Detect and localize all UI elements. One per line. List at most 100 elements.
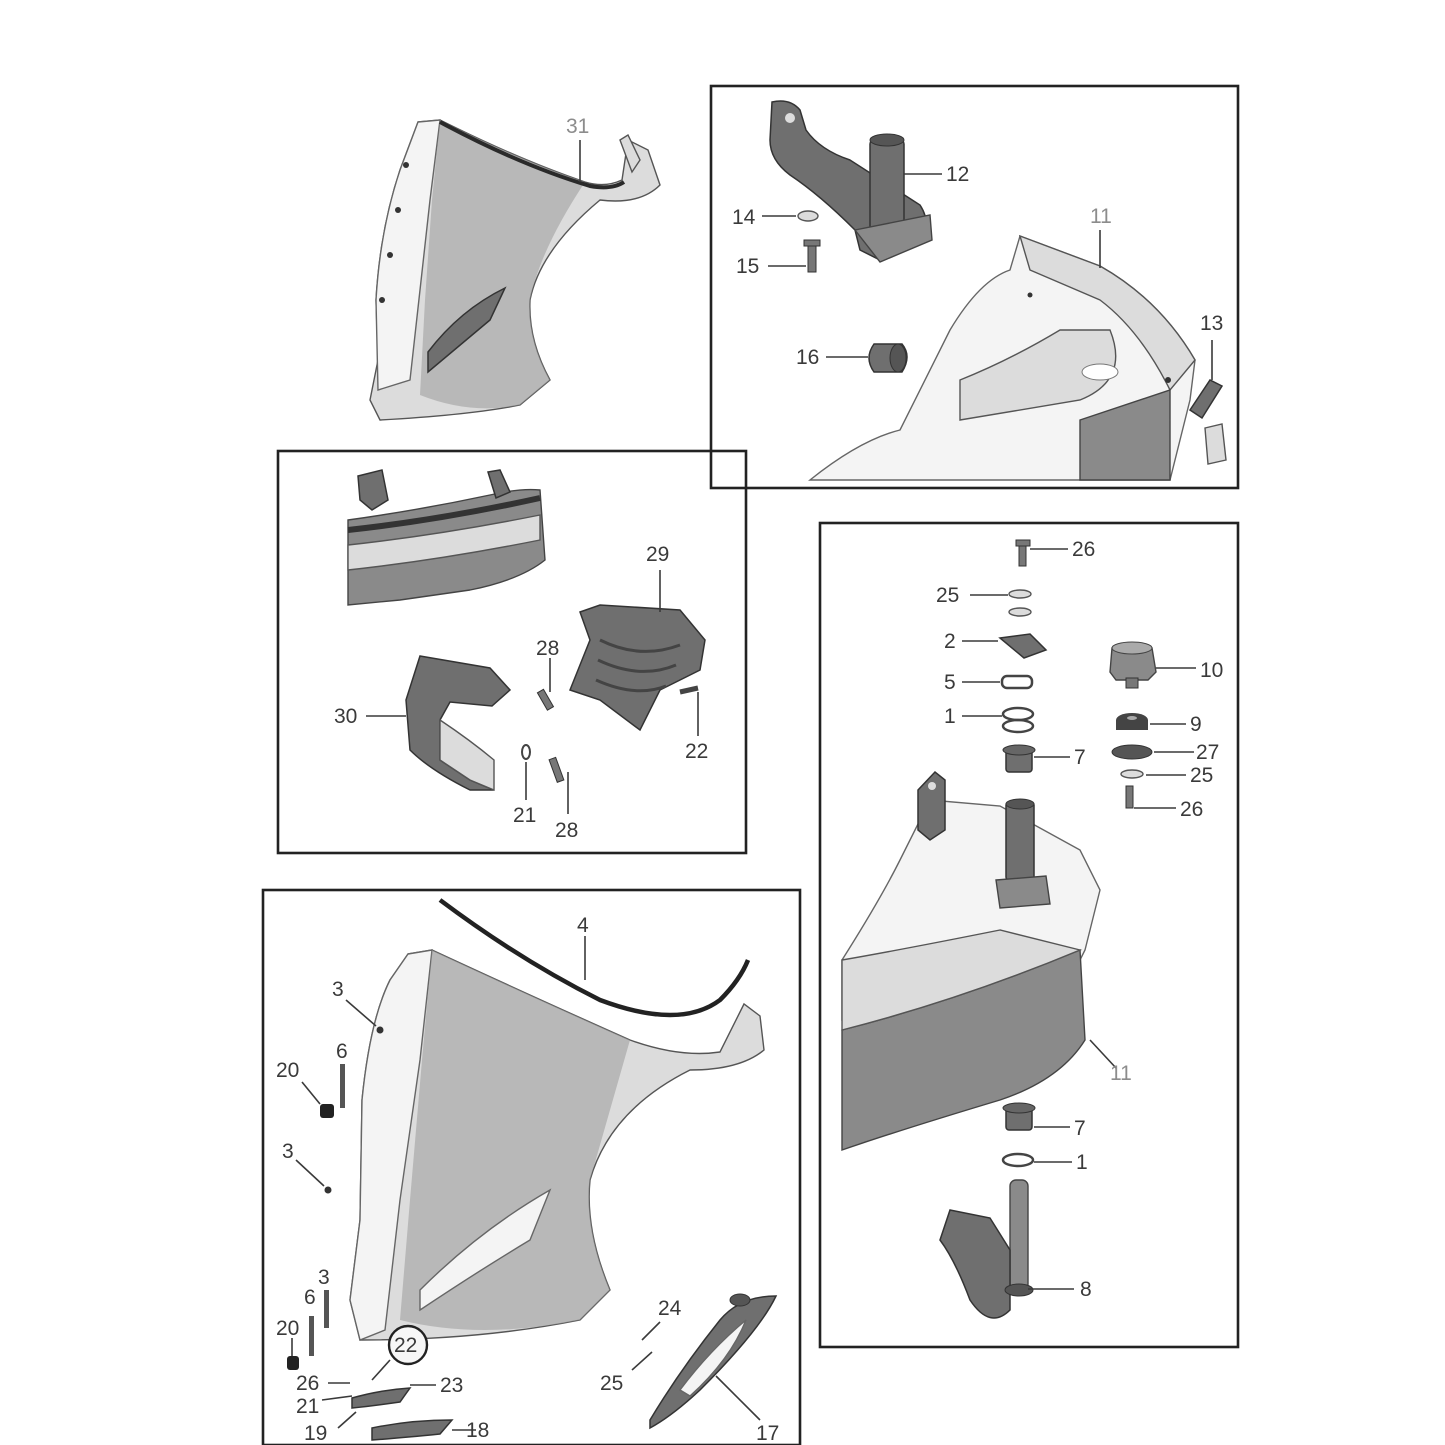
callout-8: 8: [1080, 1278, 1092, 1301]
washers-25-top: [1008, 589, 1032, 617]
steering-bracket-part: [769, 100, 933, 263]
callout-21b: 21: [296, 1395, 319, 1418]
bushing-7-upper: [1002, 744, 1036, 773]
callout-27: 27: [1196, 741, 1219, 764]
o-rings-1: [1001, 706, 1035, 734]
front-shield-part: [369, 119, 661, 421]
callout-23: 23: [440, 1374, 463, 1397]
footboard-assembly-11: [841, 770, 1101, 1151]
clip-3-middle: [324, 1186, 332, 1194]
bushing-7-lower: [1002, 1102, 1036, 1131]
screw-6-top: [340, 1064, 345, 1108]
bolt-15: [803, 239, 821, 273]
duct-cover-29: [569, 604, 706, 732]
callout-5: 5: [944, 671, 956, 694]
clip-22-upper: [679, 685, 699, 695]
leader-24: [641, 1321, 661, 1341]
washer-14: [797, 210, 819, 222]
callout-3b: 3: [282, 1140, 294, 1163]
callout-16: 16: [796, 346, 819, 369]
front-shield-assembly: [349, 898, 765, 1341]
callout-24: 24: [658, 1297, 682, 1320]
callout-12: 12: [946, 163, 969, 186]
bolt-28-upper: [536, 688, 555, 711]
callout-7b: 7: [1074, 1117, 1086, 1140]
bushing-9: [1116, 713, 1148, 730]
detail-frame-right: [818, 521, 1240, 1349]
callout-13: 13: [1200, 312, 1223, 335]
callout-1b: 1: [1076, 1151, 1088, 1174]
callout-19: 19: [304, 1422, 327, 1445]
callout-25c: 25: [600, 1372, 623, 1395]
callout-26c: 26: [296, 1372, 319, 1395]
o-ring-1-lower: [1001, 1152, 1035, 1168]
callout-7a: 7: [1074, 746, 1086, 769]
callout-18: 18: [466, 1419, 489, 1442]
highlight-22: 22: [387, 1324, 429, 1366]
callout-20b: 20: [276, 1317, 299, 1340]
screw-3-bottom: [324, 1290, 329, 1328]
detail-frame-bottom-left: [261, 888, 802, 1445]
vent-grille-18: [371, 1419, 454, 1441]
callout-25b: 25: [1190, 764, 1213, 787]
rubber-bush-16: [868, 343, 908, 373]
shield-top-trim-part: [347, 469, 546, 606]
callout-6b: 6: [304, 1286, 316, 1309]
callout-29: 29: [646, 543, 669, 566]
vent-grille-23: [351, 1387, 412, 1409]
callout-28b: 28: [555, 819, 578, 842]
leader-19: [337, 1411, 357, 1429]
leader-25c: [631, 1351, 653, 1371]
clip-13: [1188, 379, 1227, 465]
ring-21: [521, 744, 531, 760]
bolt-26-right: [1125, 785, 1134, 809]
grommet-20-top: [320, 1104, 334, 1118]
callout-3a: 3: [332, 978, 344, 1001]
screw-6-bottom: [309, 1316, 314, 1356]
callout-4: 4: [577, 914, 589, 937]
side-panel-17: [649, 1293, 778, 1430]
callout-9: 9: [1190, 713, 1202, 736]
seal-5: [1000, 674, 1034, 690]
steering-column-8: [939, 1179, 1034, 1319]
callout-25a: 25: [936, 584, 959, 607]
leader-22b: [371, 1359, 391, 1381]
detail-frame-top-right: [709, 84, 1240, 490]
callout-11b: 11: [1110, 1062, 1132, 1085]
bolt-26-top: [1015, 539, 1031, 567]
leader-3b: [295, 1159, 325, 1187]
callout-10: 10: [1200, 659, 1223, 682]
steering-nut-10: [1109, 641, 1157, 689]
callout-2: 2: [944, 630, 956, 653]
leader-3a: [345, 999, 377, 1027]
bolt-28-lower: [548, 756, 565, 783]
clip-3-top: [376, 1026, 384, 1034]
leader-20a: [301, 1081, 321, 1105]
callout-30: 30: [334, 705, 357, 728]
callout-14: 14: [732, 206, 756, 229]
callout-21a: 21: [513, 804, 536, 827]
leader-17: [715, 1375, 761, 1421]
callout-6a: 6: [336, 1040, 348, 1063]
callout-20a: 20: [276, 1059, 299, 1082]
callout-28a: 28: [536, 637, 559, 660]
leader-11b: [1089, 1039, 1117, 1069]
leader-21b: [321, 1395, 353, 1401]
callout-15: 15: [736, 255, 759, 278]
callout-1a: 1: [944, 705, 956, 728]
callout-31: 31: [566, 115, 589, 138]
washer-25-right: [1120, 769, 1144, 779]
callout-22a: 22: [685, 740, 708, 763]
detail-frame-middle-left: [276, 449, 748, 855]
callout-17: 17: [756, 1422, 779, 1445]
washer-27: [1111, 744, 1153, 760]
callout-11: 11: [1090, 205, 1112, 228]
callout-26b: 26: [1180, 798, 1203, 821]
footboard-frame-11: [808, 234, 1196, 481]
plate-2: [998, 633, 1048, 659]
callout-26a: 26: [1072, 538, 1095, 561]
duct-cover-30: [405, 655, 512, 792]
callout-3c: 3: [318, 1266, 330, 1289]
callout-22b: 22: [394, 1334, 417, 1357]
